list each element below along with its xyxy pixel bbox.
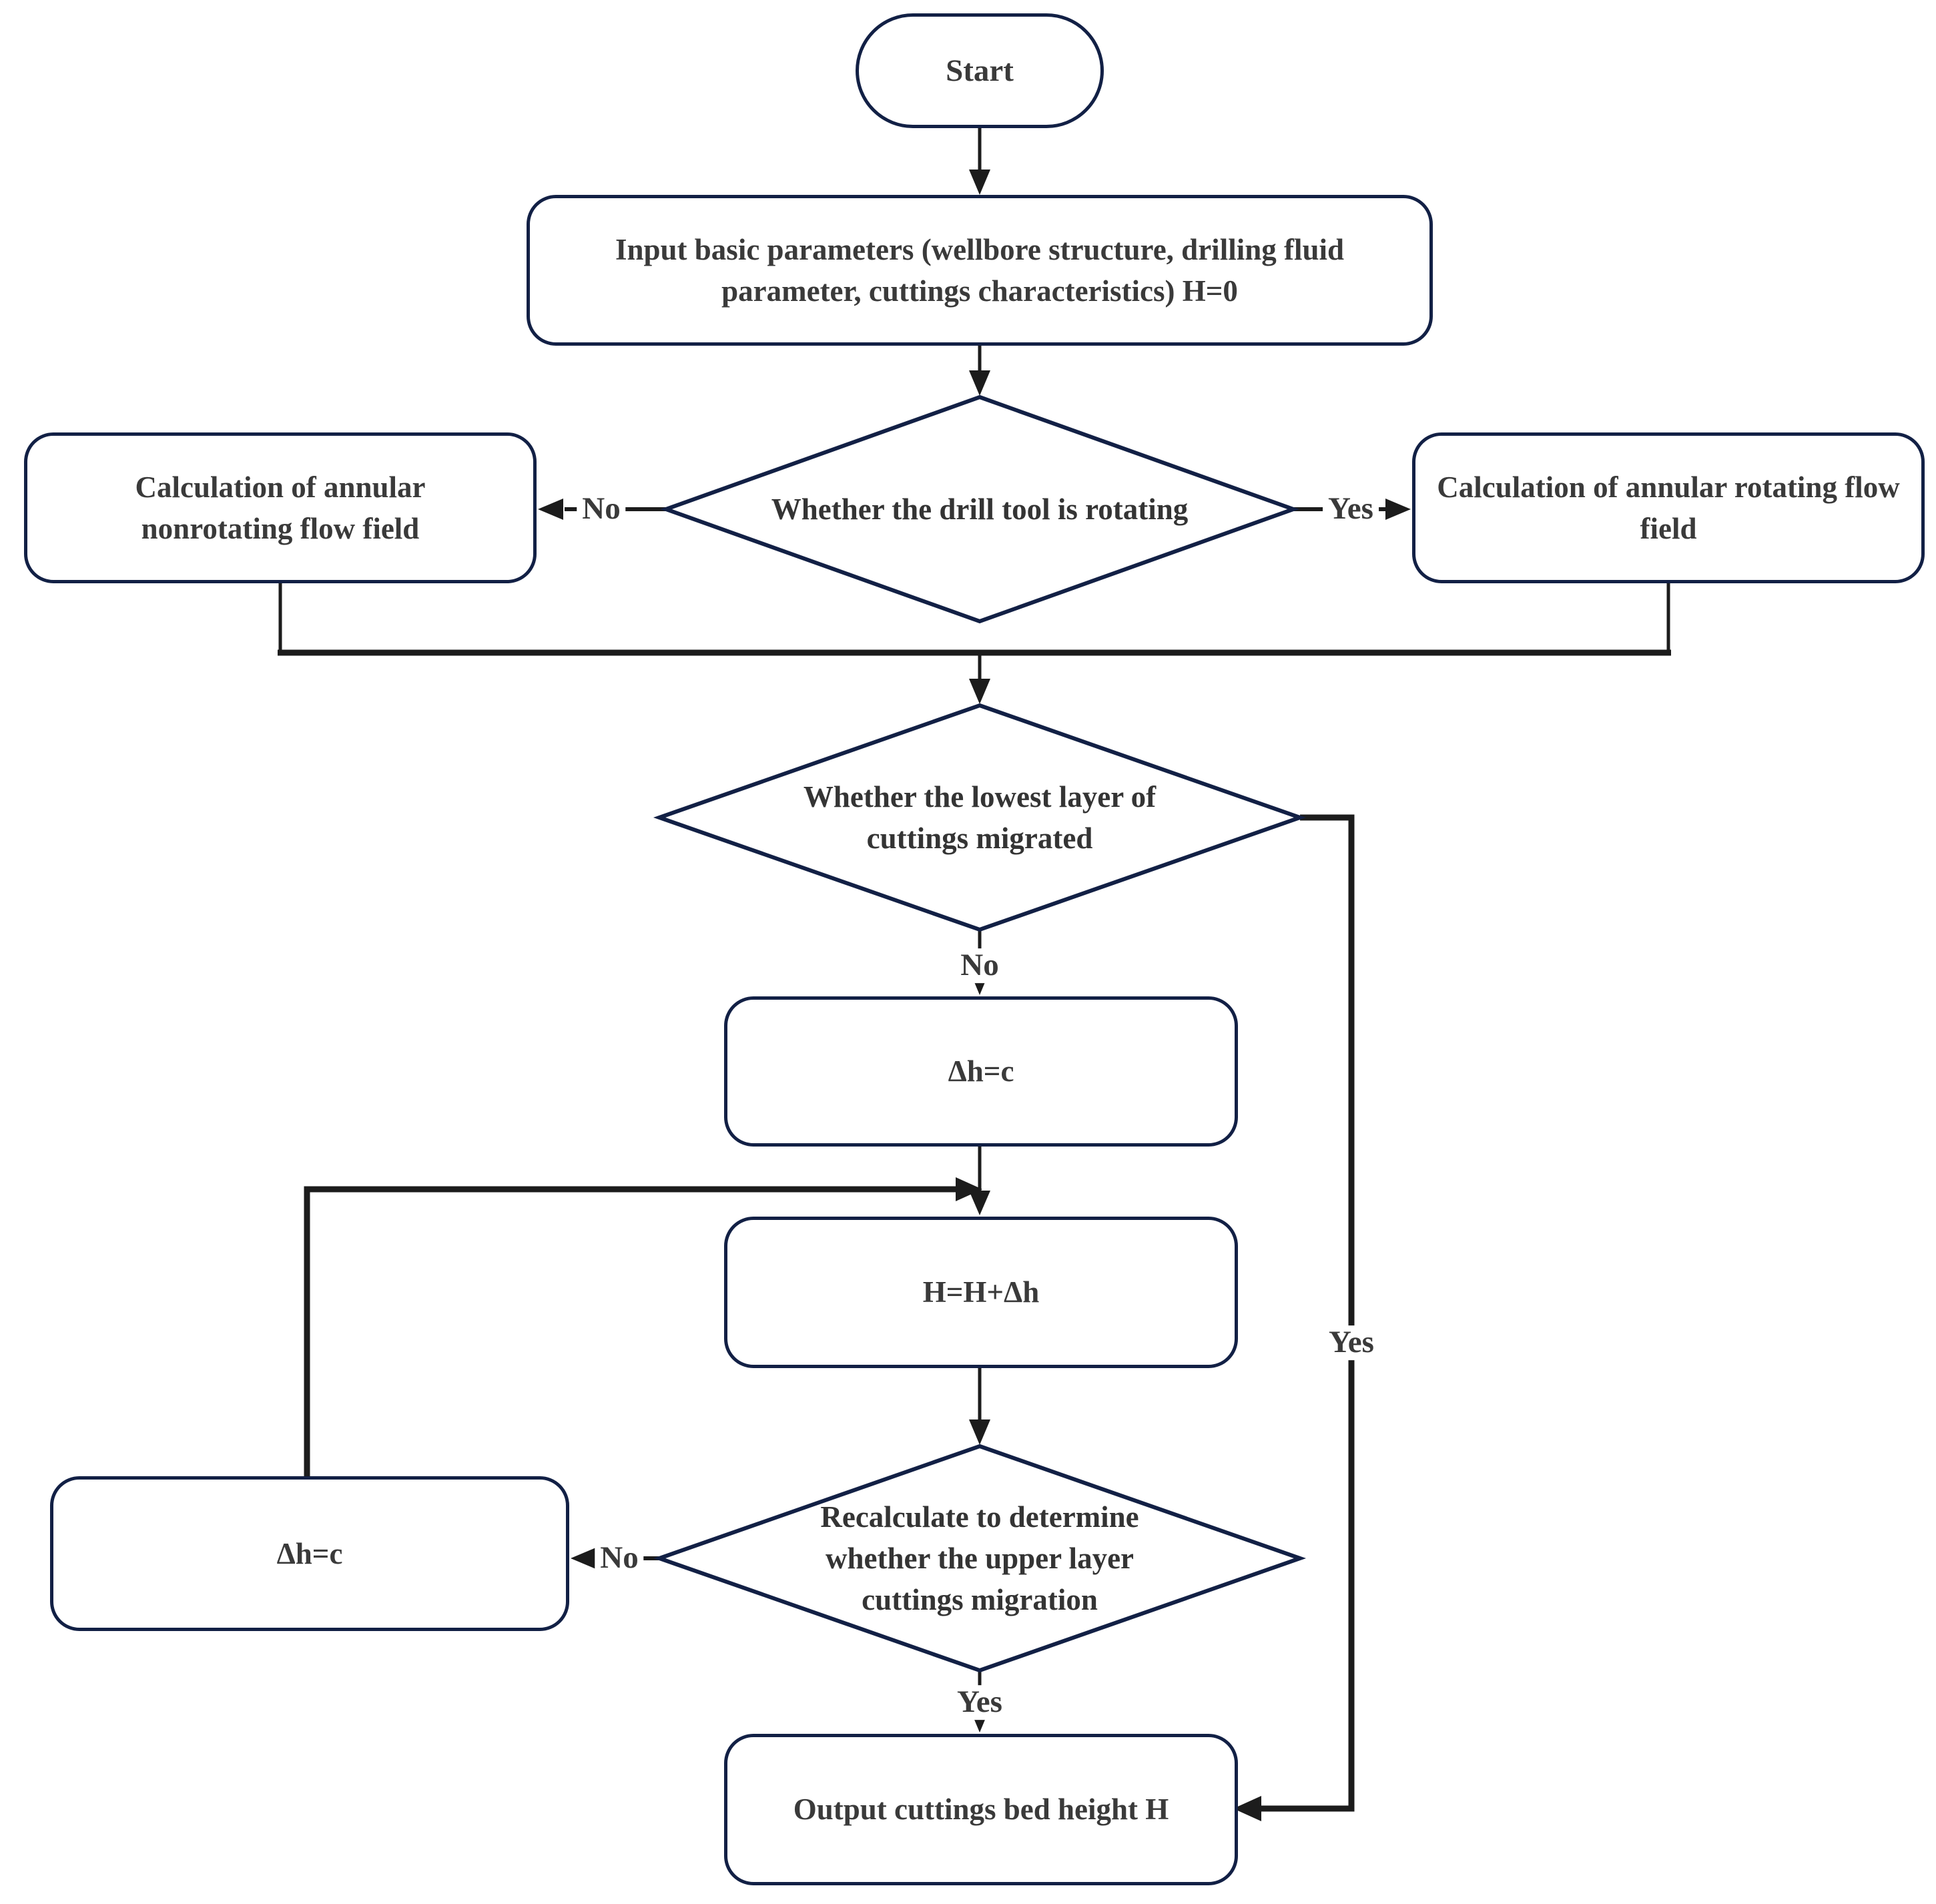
input-parameters-node: Input basic parameters (wellbore structu… [527, 195, 1433, 346]
edge-yes-branch-right [1233, 814, 1355, 1821]
edge-label-yes-lowest: Yes [1323, 1325, 1379, 1360]
decision-lowest-migrated-shape [653, 703, 1307, 932]
start-node: Start [856, 13, 1104, 128]
edge-collector [278, 583, 1671, 704]
edge-label-no-lowest: No [955, 948, 1004, 983]
edge-start-to-input [969, 128, 990, 195]
edge-label-yes-drill: Yes [1323, 491, 1379, 527]
calc-rotating-node: Calculation of annular rotating flow fie… [1412, 432, 1925, 583]
edge-label-no-upper: No [595, 1540, 644, 1576]
decision-lowest-migrated-label: Whether the lowest layer of cuttings mig… [803, 779, 1157, 855]
edge-height-update-to-upper-decision [969, 1368, 990, 1445]
decision-upper-migration-label: Recalculate to determine whether the upp… [820, 1500, 1139, 1617]
output-node: Output cuttings bed height H [724, 1734, 1238, 1885]
delta-h-loop-node: Δh=c [50, 1476, 569, 1631]
delta-h-initial-node: Δh=c [724, 996, 1238, 1147]
edge-delta-h-to-height-update [969, 1147, 990, 1215]
edge-input-to-drill-decision [969, 346, 990, 396]
edge-loop-back [304, 1177, 982, 1476]
height-update-node: H=H+Δh [724, 1217, 1238, 1368]
edge-label-yes-upper: Yes [952, 1684, 1008, 1720]
decision-drill-rotating-shape [660, 394, 1299, 624]
edge-label-no-drill: No [577, 491, 626, 527]
decision-upper-migration-shape [653, 1444, 1307, 1673]
decision-drill-rotating-label: Whether the drill tool is rotating [771, 492, 1189, 526]
calc-nonrotating-node: Calculation of annular nonrotating flow … [24, 432, 537, 583]
